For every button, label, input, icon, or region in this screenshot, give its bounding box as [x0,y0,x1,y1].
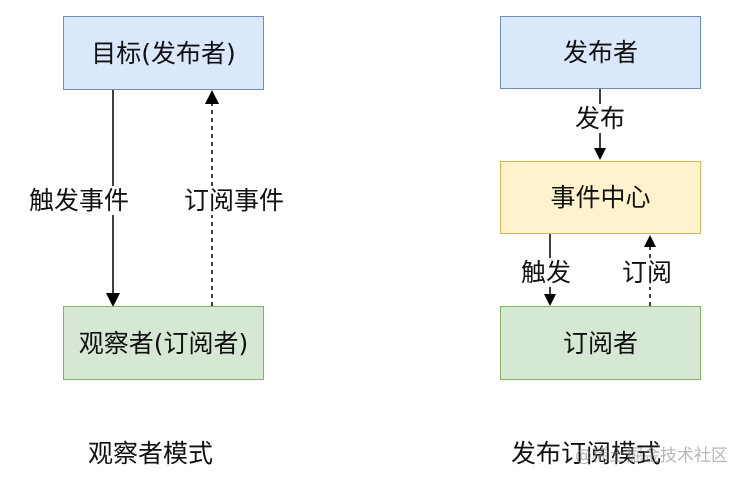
publisher-box: 发布者 [500,16,701,89]
observer-pattern-caption: 观察者模式 [88,439,214,468]
observer-subscribe-arrow [205,90,219,306]
observer-subscribe-label: 订阅事件 [182,186,287,215]
observer-trigger-label: 触发事件 [27,186,132,215]
pubsub-publish-label: 发布 [573,104,628,133]
event-center-box: 事件中心 [500,161,701,234]
pubsub-subscribe-label: 订阅 [620,258,675,287]
pubsub-subscribe-arrow [644,235,656,306]
subject-publisher-box: 目标(发布者) [63,16,264,90]
pubsub-pattern-caption: 发布订阅模式 [511,439,662,468]
watermark-text: @稀土掘金技术社区 [575,446,728,466]
pubsub-trigger-label: 触发 [519,258,574,287]
observer-subscriber-box: 观察者(订阅者) [63,306,264,380]
subscriber-box: 订阅者 [500,306,701,380]
